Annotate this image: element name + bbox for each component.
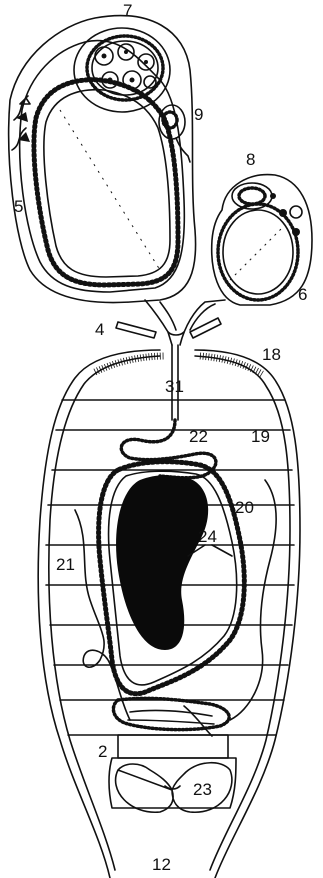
label-8: 8	[246, 150, 255, 169]
label-7: 7	[123, 1, 132, 20]
label-2: 2	[98, 742, 107, 761]
upper-egg-chamber	[74, 28, 170, 112]
label-4: 4	[95, 320, 104, 339]
label-31: 31	[165, 377, 184, 396]
label-6: 6	[298, 285, 307, 304]
right-sac	[212, 175, 312, 305]
label-9: 9	[194, 105, 203, 124]
internal-organs	[75, 345, 276, 736]
label-5: 5	[14, 197, 23, 216]
label-19: 19	[251, 427, 270, 446]
stalks	[145, 300, 225, 345]
label-24: 24	[198, 527, 217, 546]
label-23: 23	[193, 780, 212, 799]
label-20: 20	[235, 498, 254, 517]
label-18: 18	[262, 345, 281, 364]
label-12: 12	[152, 855, 171, 874]
label-22: 22	[189, 427, 208, 446]
label-21: 21	[56, 555, 75, 574]
